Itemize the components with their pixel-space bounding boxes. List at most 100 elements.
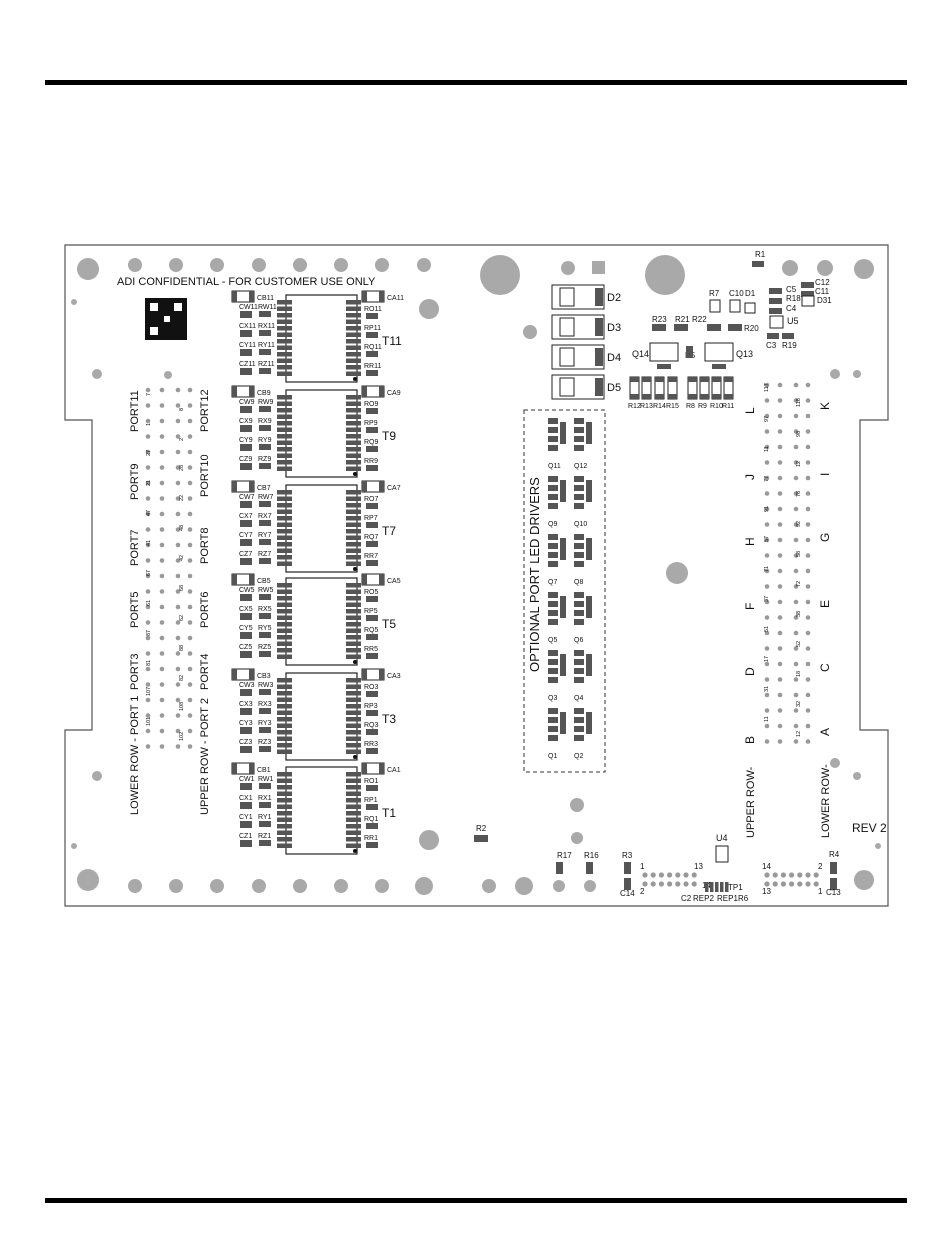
transformer-pin (277, 490, 292, 495)
ref-r1: R1 (755, 250, 766, 259)
transformer-pin (346, 641, 361, 646)
connector-pin (764, 646, 770, 651)
transformer-pin (277, 319, 292, 324)
pin-number: 28 (179, 465, 185, 471)
transformer-pin (277, 408, 292, 413)
ref-label: CA9 (387, 390, 401, 397)
ref-c12: C12 (815, 278, 830, 287)
right-port-connector: 1171189798111277789192575871723738515217… (764, 382, 811, 744)
smd-part (259, 746, 271, 752)
connector-pin (187, 496, 193, 501)
connector-pin (764, 444, 770, 450)
ref-label: R12 (628, 403, 641, 410)
connector-pin (145, 682, 151, 687)
transformer-pin (277, 743, 292, 748)
smd-part (259, 444, 271, 450)
transformer-pin (277, 352, 292, 357)
ref-label: R13 (640, 403, 653, 410)
confidential-note: ADI CONFIDENTIAL - FOR CUSTOMER USE ONLY (117, 276, 376, 288)
header-pin (642, 881, 648, 887)
upper-letter: H (743, 537, 757, 546)
ref-label: RZ11 (258, 361, 275, 368)
transformer-pin (277, 555, 292, 560)
connector-pin (777, 599, 783, 605)
ref-label: CB11 (257, 295, 274, 302)
smd-part (548, 592, 558, 598)
smd-part (259, 501, 271, 507)
connector-pin (145, 465, 151, 470)
header-pin (658, 881, 665, 887)
connector-pin (175, 434, 181, 439)
connector-pin (764, 708, 770, 713)
transformer-pin (346, 365, 361, 370)
transformer-pin (346, 535, 361, 540)
connector-pin (777, 537, 783, 543)
pin-number: 72 (796, 581, 802, 587)
connector-pin (159, 527, 165, 532)
smd-part (574, 552, 584, 558)
smd-part (586, 422, 592, 444)
connector-pin (159, 697, 165, 703)
connector-pin (187, 728, 193, 734)
pin-number: 92 (796, 521, 802, 527)
ref-label: RX3 (258, 701, 272, 708)
transformer-pin (346, 710, 361, 715)
connector-pin (764, 677, 770, 682)
pin-number: 107 (146, 687, 152, 696)
row-label: LOWER ROW - PORT 1 (129, 696, 141, 815)
transformer-pin (346, 772, 361, 777)
ref-c2: C2 (681, 894, 692, 903)
upper-letter: D (743, 667, 757, 676)
connector-pin (175, 635, 181, 641)
transformer-pin (277, 542, 292, 547)
smd-part (574, 619, 584, 625)
transformer-pin (277, 778, 292, 783)
connector-pin (777, 584, 783, 589)
ref-label: RP11 (364, 325, 381, 332)
pin-number: 32 (796, 701, 802, 707)
ref-r20: R20 (744, 324, 759, 333)
connector-pin (187, 480, 193, 486)
left-port-labels: PORT11 PORT9 PORT7 PORT5 PORT3 LOWER ROW… (129, 389, 211, 815)
connector-pin (175, 682, 181, 687)
ref-label: RY9 (258, 437, 272, 444)
ref-label: RX5 (258, 606, 272, 613)
connector-pin (805, 584, 811, 589)
ref-label: RQ7 (364, 534, 379, 541)
ref-r7: R7 (709, 289, 720, 298)
ref-label: RW9 (258, 399, 274, 406)
ref-label: R14 (653, 403, 666, 410)
transformer-pin (277, 358, 292, 363)
ref-label: RO7 (364, 496, 379, 503)
ref-label: RW11 (258, 304, 277, 311)
ref-label: CA11 (387, 295, 404, 302)
connector-pin (145, 434, 151, 439)
ref-r3: R3 (622, 851, 633, 860)
smd-part (574, 534, 584, 540)
pin-number: 31 (764, 686, 770, 692)
transformer-pin (277, 609, 292, 614)
connector-pin (793, 584, 799, 589)
ref-label: CW5 (239, 587, 255, 594)
ref-label: RR1 (364, 835, 378, 842)
upper-letter: J (743, 474, 757, 480)
connector-pin (187, 465, 193, 470)
transformer-label: T11 (382, 334, 402, 348)
smd-part (548, 619, 558, 625)
connector-pin (175, 527, 181, 532)
ref-label: RO9 (364, 401, 379, 408)
transformer-pin (346, 332, 361, 337)
header-pin (789, 881, 795, 887)
connector-pin (187, 511, 193, 517)
connector-pin (175, 465, 181, 470)
ref-label: RO11 (364, 306, 382, 313)
ref-r18: R18 (786, 294, 801, 303)
ref-label: RQ1 (364, 816, 379, 823)
smd-part (259, 520, 271, 526)
transformer-pin (277, 583, 292, 588)
smd-part (586, 538, 592, 560)
transformer-pin (346, 837, 361, 842)
transformer-pin (346, 691, 361, 696)
transformer-pin (346, 401, 361, 406)
